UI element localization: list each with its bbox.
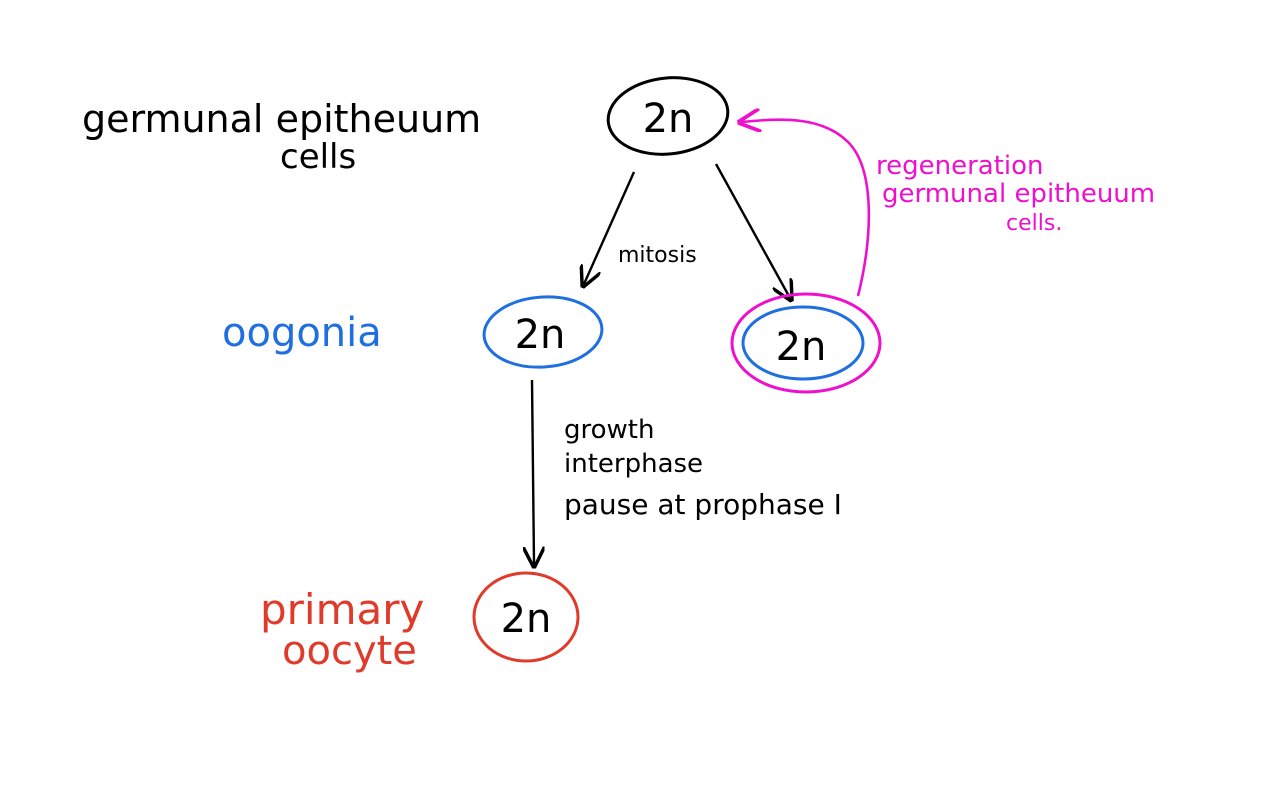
growth-label-line2: interphase	[564, 449, 703, 479]
oogonia-cell: 2n	[482, 295, 604, 369]
regenerated-cell-ploidy: 2n	[776, 324, 827, 370]
growth-label-line1: growth	[564, 415, 654, 445]
oogonia-label: oogonia	[222, 310, 382, 356]
growth-arrow	[532, 379, 534, 564]
regeneration-arrow	[742, 120, 871, 297]
regeneration-label-line3: cells.	[1006, 211, 1062, 236]
germinal-epithelium-label-line1: germunal epitheuum	[82, 97, 481, 141]
regeneration-label-line1: regeneration	[876, 151, 1044, 181]
primary-oocyte-cell: 2n	[472, 571, 580, 663]
oogonia-cell-ploidy: 2n	[515, 312, 566, 358]
germinal-cell-ploidy: 2n	[643, 96, 694, 142]
primary-oocyte-label-line1: primary	[260, 585, 424, 634]
primary-oocyte-label-line2: oocyte	[282, 628, 417, 674]
mitosis-arrow-left	[584, 171, 636, 284]
primary-oocyte-ploidy: 2n	[501, 596, 552, 642]
mitosis-label: mitosis	[618, 243, 697, 268]
growth-label-line3: pause at prophase I	[564, 488, 842, 521]
germinal-epithelium-cell: 2n	[606, 76, 730, 156]
regeneration-label-line2: germunal epitheuum	[882, 179, 1155, 209]
mitosis-arrow-right	[714, 163, 790, 298]
germinal-epithelium-label-line2: cells	[280, 137, 356, 177]
regenerated-germinal-cell: 2n	[730, 292, 882, 394]
